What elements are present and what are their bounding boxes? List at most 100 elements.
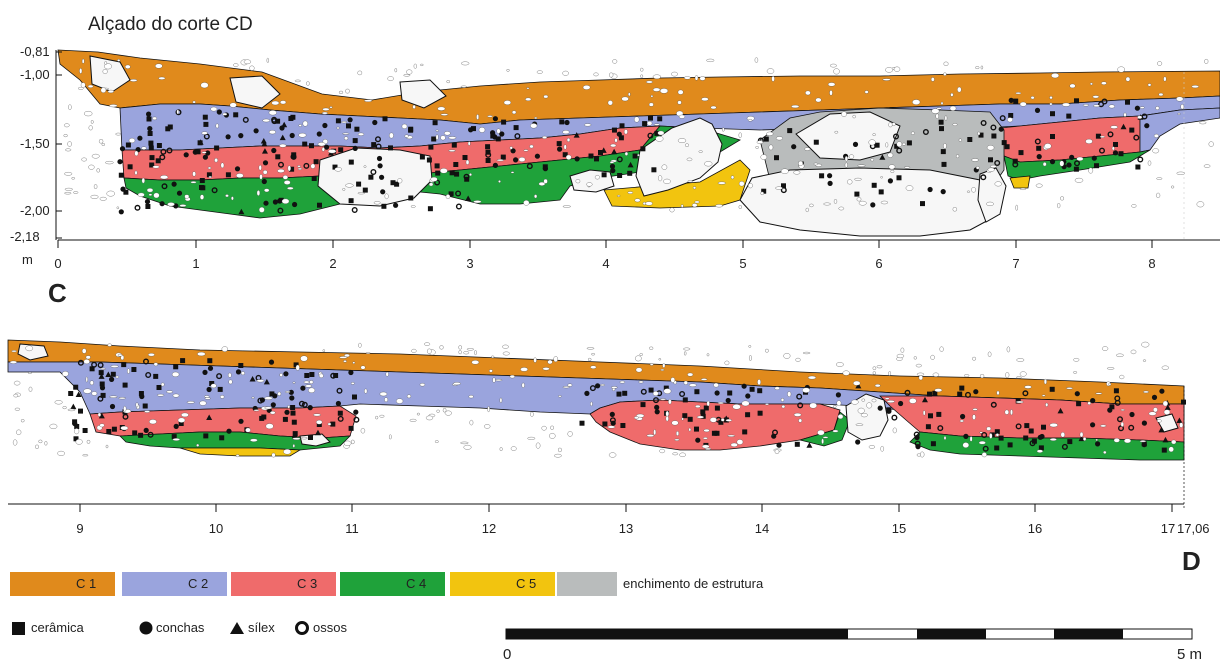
sediment-speck (760, 154, 768, 160)
sediment-speck (14, 407, 20, 411)
ossos-marker (981, 432, 988, 439)
sediment-speck (245, 427, 251, 433)
sediment-speck (406, 69, 413, 75)
sediment-speck (722, 127, 725, 132)
sediment-speck (558, 395, 562, 398)
sediment-speck (280, 100, 287, 105)
sediment-speck (680, 204, 684, 208)
depth-label-1: -1,00 (20, 67, 50, 82)
ossos-marker (1141, 113, 1148, 120)
sediment-speck (635, 367, 643, 373)
sediment-speck (892, 427, 897, 434)
silex-marker (879, 154, 886, 160)
sediment-speck (118, 397, 126, 400)
sediment-speck (934, 388, 943, 393)
conchas-marker (289, 395, 295, 401)
ceramica-marker (203, 121, 209, 127)
sediment-speck (352, 361, 356, 364)
silex-marker (627, 161, 634, 168)
sediment-speck (71, 177, 75, 180)
sediment-speck (1019, 371, 1027, 377)
conchas-marker (1091, 155, 1097, 161)
ceramica-marker (1050, 111, 1055, 117)
ossos-marker (485, 151, 492, 158)
sediment-speck (13, 393, 19, 398)
ceramica-marker (1067, 439, 1073, 445)
sediment-speck (706, 58, 715, 62)
sediment-speck (871, 398, 877, 403)
sediment-speck (1152, 148, 1160, 154)
sediment-speck (317, 142, 326, 147)
ossos-marker (455, 190, 462, 197)
conchas-marker (263, 200, 269, 206)
sediment-speck (827, 82, 836, 87)
sediment-speck (1107, 367, 1115, 370)
sediment-speck (365, 352, 371, 354)
sediment-speck (468, 395, 474, 399)
ossos-marker (647, 132, 654, 139)
conchas-marker (234, 166, 241, 172)
ceramica-marker (1066, 113, 1072, 119)
conchas-marker (791, 144, 797, 150)
sediment-speck (1045, 402, 1049, 407)
conchas-marker (940, 189, 946, 195)
silex-marker (98, 412, 105, 419)
ceramica-marker (871, 182, 877, 188)
sediment-speck (1073, 358, 1080, 362)
sediment-speck (628, 92, 631, 97)
sediment-speck (167, 202, 175, 207)
ceramica-marker (317, 202, 322, 208)
ceramica-marker (694, 426, 699, 432)
ceramica-marker (594, 156, 599, 162)
sediment-speck (847, 179, 853, 185)
ceramica-marker (579, 420, 585, 426)
sediment-speck (793, 170, 801, 175)
ceramica-marker (500, 154, 506, 160)
ceramica-marker (432, 120, 438, 126)
ossos-marker (298, 400, 305, 407)
silex-marker (75, 391, 82, 397)
sediment-speck (715, 204, 723, 208)
ceramica-marker (920, 201, 925, 207)
conchas-marker (557, 146, 563, 152)
sediment-speck (476, 114, 479, 120)
sediment-speck (141, 146, 147, 150)
ossos-marker (257, 397, 264, 404)
sediment-speck (303, 380, 310, 384)
conchas-marker (377, 163, 383, 169)
ossos-marker (122, 413, 129, 420)
sediment-speck (864, 90, 869, 94)
sediment-speck (1116, 353, 1124, 357)
conchas-marker (827, 173, 833, 179)
sediment-speck (137, 192, 145, 197)
sediment-speck (253, 409, 260, 412)
sediment-speck (492, 377, 496, 383)
conchas-marker (1112, 150, 1119, 156)
sediment-speck (363, 165, 367, 168)
ceramica-marker (1013, 98, 1019, 104)
sediment-speck (1060, 196, 1064, 201)
conchas-marker (1069, 154, 1075, 160)
sediment-speck (271, 100, 280, 106)
conchas-marker (887, 178, 894, 184)
sediment-speck (893, 66, 901, 72)
sediment-speck (93, 184, 98, 189)
sediment-speck (586, 347, 595, 350)
sediment-speck (1117, 66, 1125, 73)
sediment-speck (243, 59, 251, 65)
sediment-speck (434, 440, 439, 443)
sediment-speck (1191, 85, 1199, 89)
sediment-speck (844, 162, 848, 168)
sediment-speck (911, 131, 915, 135)
sediment-speck (300, 355, 308, 362)
conchas-marker (1066, 162, 1072, 168)
sediment-speck (611, 386, 618, 389)
conchas-marker (835, 392, 842, 398)
sediment-speck (694, 200, 700, 204)
sediment-speck (394, 68, 398, 73)
conchas-marker (353, 409, 359, 415)
sediment-speck (1108, 382, 1112, 386)
sediment-speck (157, 393, 165, 397)
conchas-marker (307, 405, 313, 411)
conchas-marker (272, 199, 278, 205)
